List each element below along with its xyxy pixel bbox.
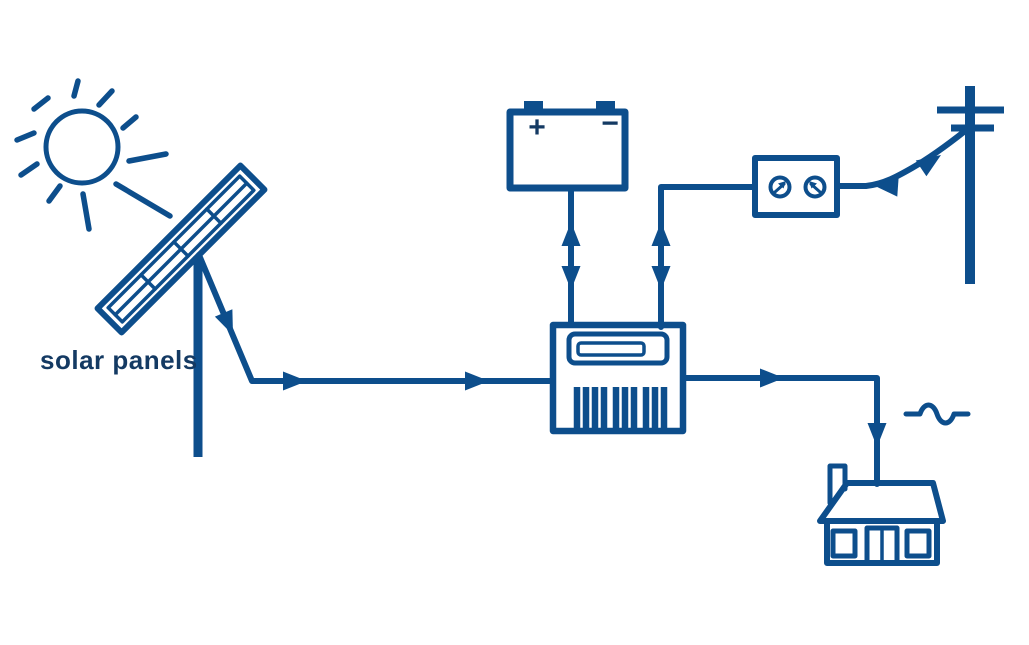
sun-icon (14, 78, 173, 232)
utility-pole-icon (937, 86, 1004, 284)
electricity-meter-icon (752, 155, 840, 218)
wire-meter-grid (834, 128, 968, 197)
ac-sine-wave-icon (903, 402, 971, 426)
inverter-vents (573, 387, 668, 428)
battery-positive-sign: + (528, 111, 546, 144)
solar-panel-icon (94, 162, 268, 336)
battery-negative-sign: − (601, 107, 619, 140)
inverter-icon (549, 321, 687, 435)
wire-inverter-meter (651, 184, 758, 330)
wire-inverter-house (680, 368, 887, 487)
house-icon (817, 463, 946, 566)
battery-icon: + − (506, 101, 629, 192)
meter-dial-needles (773, 181, 822, 194)
wire-panel-to-inverter (196, 252, 556, 391)
solar-panels-label: solar panels (40, 345, 198, 375)
wire-inverter-battery (561, 188, 581, 327)
